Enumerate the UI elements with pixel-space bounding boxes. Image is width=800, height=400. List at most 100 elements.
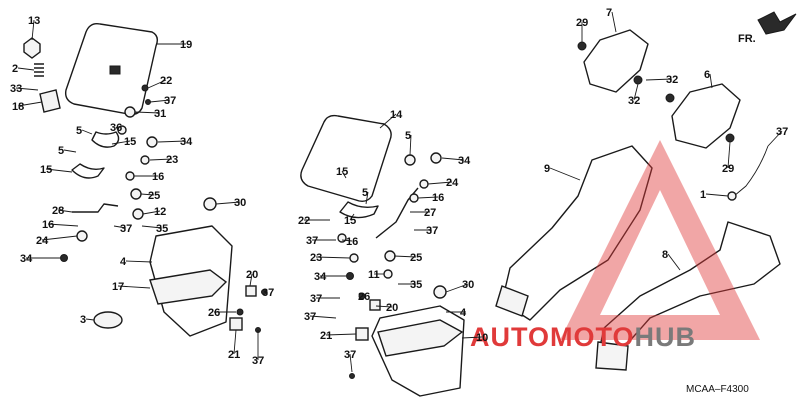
callout-c17: 17: [112, 281, 124, 293]
callout-c37g: 37: [310, 293, 322, 305]
leader-c15c: [341, 170, 347, 179]
leader-c22a: [147, 79, 167, 89]
leader-c15a: [111, 140, 131, 145]
leader-c16b: [47, 223, 79, 227]
bolt-22a: [141, 84, 149, 92]
collar-16a: [125, 171, 135, 181]
callout-c34b: 34: [20, 253, 33, 265]
seal-17: [149, 269, 228, 305]
leader-c16c: [417, 196, 439, 199]
collar-16c: [409, 193, 419, 203]
callout-c28: 28: [52, 205, 64, 217]
leader-c34a: [157, 140, 187, 143]
leader-c30b: [445, 283, 469, 293]
callout-c26a: 26: [208, 307, 220, 319]
callout-c2: 2: [12, 63, 18, 75]
bracket-15a: [91, 131, 120, 148]
leader-c4a: [125, 260, 153, 263]
callout-c5a: 5: [76, 125, 82, 137]
leader-c30a: [215, 201, 241, 205]
leader-c17: [117, 285, 151, 289]
leader-c8: [667, 253, 681, 271]
callout-c34d: 34: [314, 271, 327, 283]
watermark-part1: AUTOMOTO: [470, 322, 635, 352]
watermark: AUTOMOTOHUB: [470, 140, 760, 352]
leader-c14: [379, 113, 397, 129]
leader-c16d: [341, 239, 353, 242]
leader-c35a: [141, 225, 163, 229]
leader-c25a: [140, 193, 155, 196]
callout-c18: 18: [12, 101, 24, 113]
callout-c37e: 37: [306, 235, 318, 247]
leader-c9: [549, 167, 581, 181]
leader-c29b: [727, 141, 731, 169]
leader-c10: [461, 336, 483, 339]
clip-20b: [369, 299, 381, 311]
bolt-32b: [665, 93, 675, 103]
grommet-23a: [140, 155, 150, 165]
callout-c16a: 16: [152, 171, 164, 183]
callout-c37c: 37: [262, 287, 274, 299]
callout-c37h: 37: [304, 311, 316, 323]
leader-c12: [142, 210, 161, 215]
leader-c15b: [45, 168, 73, 173]
nut-29b: [725, 133, 735, 143]
grommet-23b: [349, 253, 359, 263]
middle-assembly: [300, 114, 465, 397]
watermark-triangle-icon: [560, 140, 760, 340]
diagram-code: MCAA–F4300: [686, 384, 749, 395]
leader-c5a: [81, 129, 93, 135]
callout-c25a: 25: [148, 190, 160, 202]
bracket-15c: [339, 201, 379, 219]
grommet-12: [132, 208, 144, 220]
callout-c35b: 35: [410, 279, 422, 291]
callout-c8: 8: [662, 249, 668, 261]
callout-c6: 6: [704, 69, 710, 81]
grommet-5c: [404, 154, 416, 166]
callout-c20a: 20: [246, 269, 258, 281]
leader-c33: [15, 87, 39, 91]
nut-11: [383, 269, 393, 279]
right-assembly: [495, 11, 797, 371]
callout-c27: 27: [424, 207, 436, 219]
leader-c36: [115, 126, 119, 131]
bracket-7: [583, 29, 649, 93]
callout-c21a: 21: [228, 349, 240, 361]
leader-c37i: [349, 353, 353, 373]
leader-c23b: [315, 256, 351, 259]
leader-c7: [611, 11, 617, 33]
leader-c24a: [41, 235, 78, 241]
callout-c15a: 15: [124, 136, 136, 148]
leader-c37a: [149, 99, 171, 103]
leader-c24b: [427, 181, 453, 185]
callout-c26b: 26: [358, 291, 370, 303]
direction-label: FR.: [738, 33, 756, 45]
callout-c37i: 37: [344, 349, 356, 361]
leader-c21a: [233, 329, 237, 355]
callout-c10: 10: [476, 332, 488, 344]
leader-c37h: [309, 315, 337, 319]
bracket-18: [39, 89, 61, 113]
leader-c5b: [63, 149, 77, 153]
grommet-25b: [384, 250, 396, 262]
callout-c37j: 37: [776, 126, 788, 138]
callout-c29a: 29: [576, 17, 588, 29]
grommet-31: [124, 106, 136, 118]
duct-9: [501, 145, 653, 321]
collar-16d: [337, 233, 347, 243]
leader-c18: [17, 101, 43, 107]
nut-26a: [236, 308, 244, 316]
leader-c20b: [375, 305, 393, 308]
callout-c22a: 22: [160, 75, 172, 87]
collar-24a: [76, 230, 88, 242]
callout-c24a: 24: [36, 235, 49, 247]
bolt-32a: [633, 75, 643, 85]
bracket-15b: [71, 163, 105, 179]
grommet-30a: [203, 197, 217, 211]
leader-c1: [705, 193, 729, 197]
bolt-34b: [60, 254, 68, 262]
callout-c36: 36: [110, 122, 122, 134]
callout-c31: 31: [154, 108, 166, 120]
